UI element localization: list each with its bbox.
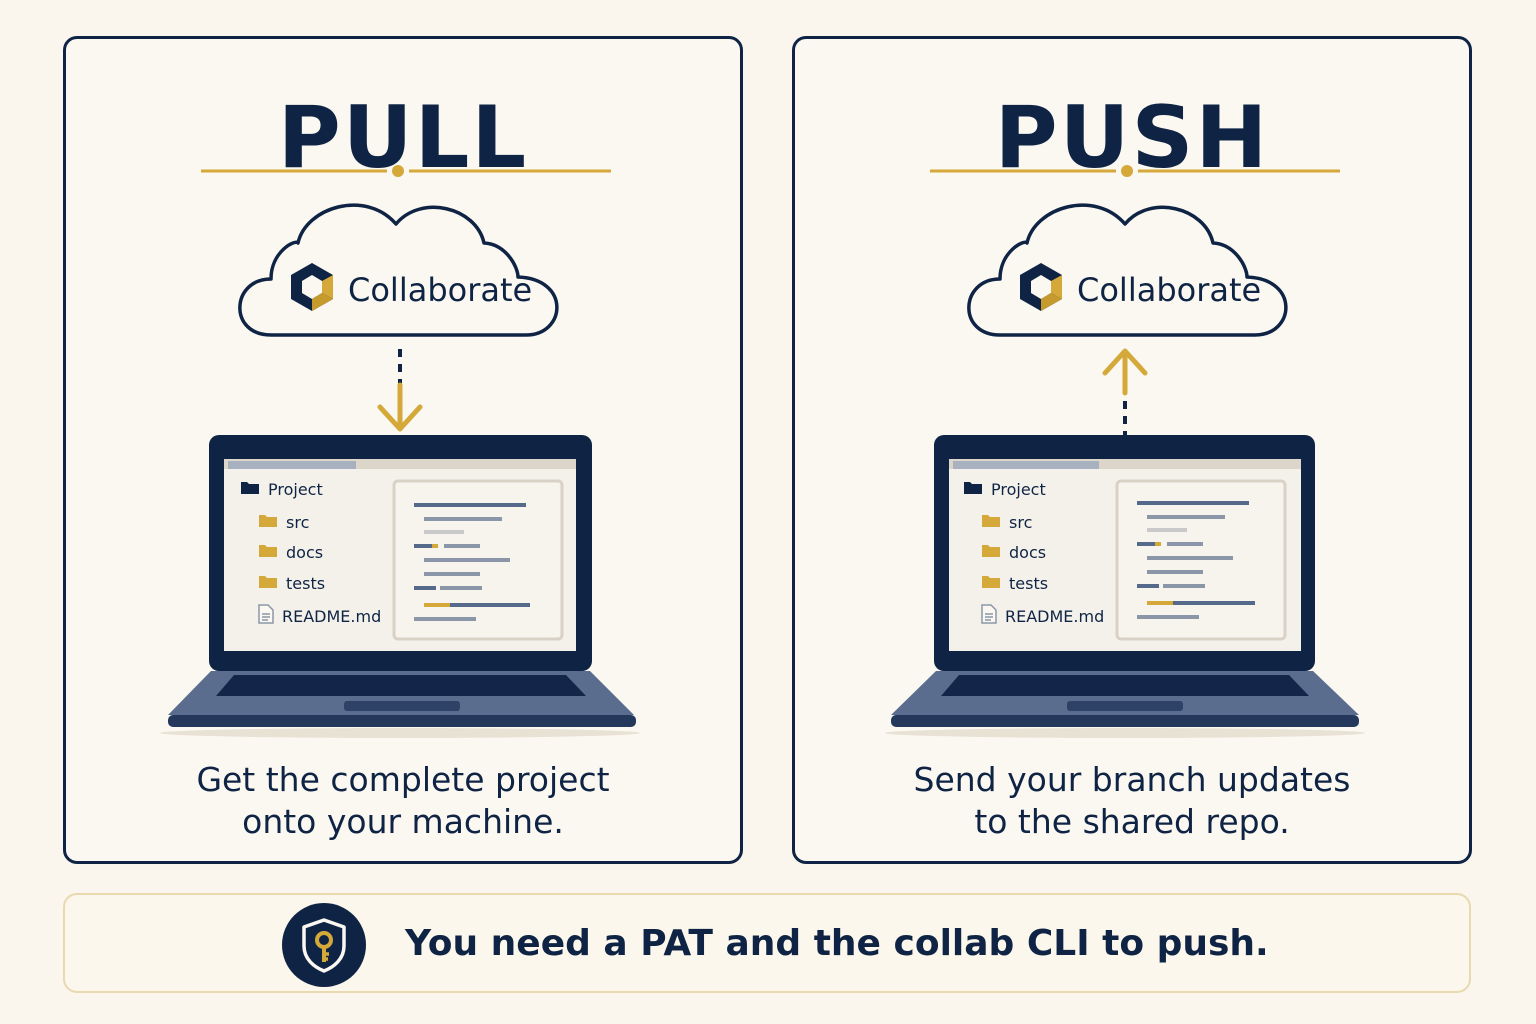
tree-item-label: docs	[286, 542, 324, 562]
file-icon	[258, 604, 274, 628]
tree-item-label: docs	[1009, 542, 1047, 562]
tree-item: tests	[258, 573, 325, 593]
caption-line: to the shared repo.	[974, 802, 1290, 841]
tree-item: docs	[258, 542, 323, 562]
tree-item-label: README.md	[1005, 606, 1105, 626]
folder-dark-icon	[963, 479, 983, 499]
folder-dark-icon	[240, 479, 260, 499]
tree-item-label: tests	[286, 573, 326, 593]
caption-line: Send your branch updates	[913, 760, 1351, 799]
tree-item: Project	[963, 479, 1046, 499]
requirement-banner: You need a PAT and the collab CLI to pus…	[63, 893, 1471, 993]
arrow-up-icon	[1102, 348, 1148, 435]
folder-icon	[258, 512, 278, 532]
tree-item: README.md	[981, 604, 1104, 628]
pull-panel: PULL	[63, 36, 743, 864]
cloud-service-label: Collaborate	[1077, 271, 1262, 309]
tree-item-label: src	[1009, 512, 1033, 532]
caption-line: Get the complete project	[196, 760, 610, 799]
folder-icon	[258, 573, 278, 593]
laptop-icon	[160, 435, 640, 738]
pull-illustration	[160, 203, 640, 738]
title-divider	[930, 165, 1340, 177]
cloud-service-label: Collaborate	[348, 271, 533, 309]
collaborate-logo-icon	[291, 263, 333, 311]
tree-item: tests	[981, 573, 1048, 593]
requirement-text: You need a PAT and the collab CLI to pus…	[405, 923, 1269, 964]
folder-icon	[981, 542, 1001, 562]
tree-item: src	[981, 512, 1032, 532]
file-icon	[981, 604, 997, 628]
title-divider	[201, 165, 611, 177]
push-caption: Send your branch updates to the shared r…	[795, 759, 1469, 843]
folder-icon	[981, 512, 1001, 532]
caption-line: onto your machine.	[242, 802, 564, 841]
tree-item: README.md	[258, 604, 381, 628]
tree-item-label: src	[286, 512, 310, 532]
tree-item: docs	[981, 542, 1046, 562]
laptop-icon	[885, 435, 1365, 738]
tree-item-label: Project	[268, 479, 323, 499]
pull-caption: Get the complete project onto your machi…	[66, 759, 740, 843]
tree-item: Project	[240, 479, 323, 499]
folder-icon	[258, 542, 278, 562]
arrow-down-icon	[377, 349, 423, 432]
tree-item: src	[258, 512, 309, 532]
tree-item-label: README.md	[282, 606, 382, 626]
folder-icon	[981, 573, 1001, 593]
tree-item-label: tests	[1009, 573, 1049, 593]
tree-item-label: Project	[991, 479, 1046, 499]
push-illustration	[885, 203, 1365, 738]
collaborate-logo-icon	[1020, 263, 1062, 311]
shield-key-icon	[282, 903, 366, 987]
push-panel: PUSH	[792, 36, 1472, 864]
